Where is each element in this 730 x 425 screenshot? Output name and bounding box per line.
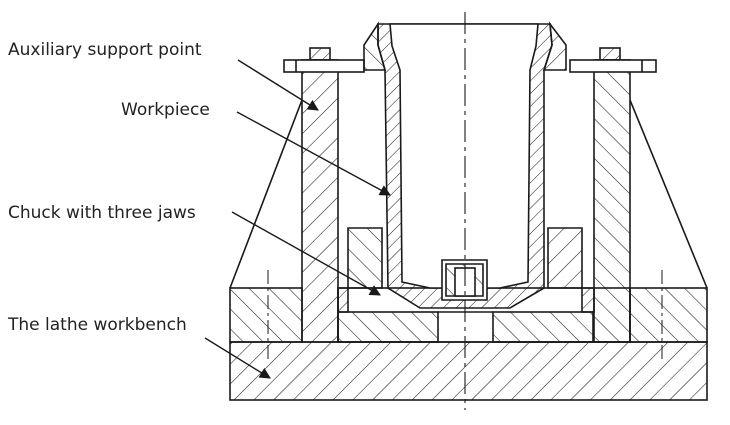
- base-block-right: [629, 287, 708, 343]
- rib-right: [629, 99, 708, 289]
- workpiece-cavity: [389, 23, 539, 289]
- workpiece-label: Workpiece: [121, 100, 210, 120]
- leader-workpiece: [236, 111, 391, 196]
- chuck-jaw-left: [347, 227, 383, 289]
- flange-left: [363, 21, 387, 71]
- flange-right: [542, 21, 567, 71]
- leader-aux-support: [237, 59, 319, 111]
- chuck-jaw-right: [547, 227, 583, 289]
- auxiliary-support-point-label: Auxiliary support point: [8, 40, 202, 60]
- lathe-workbench-label: The lathe workbench: [8, 315, 187, 335]
- base-insert-right: [492, 311, 594, 343]
- base-insert-left: [337, 311, 439, 343]
- workbench-plate: [229, 341, 708, 401]
- bolt-shank-right: [569, 59, 657, 73]
- bolt-head-right: [599, 47, 621, 61]
- upright-left: [301, 59, 339, 343]
- bolt-head-left: [309, 47, 331, 61]
- base-block-left: [229, 287, 303, 343]
- leader-workbench: [204, 337, 271, 379]
- rib-left: [229, 99, 303, 289]
- leader-chuck: [231, 211, 381, 296]
- upright-right: [593, 59, 631, 343]
- chuck-label: Chuck with three jaws: [8, 203, 196, 223]
